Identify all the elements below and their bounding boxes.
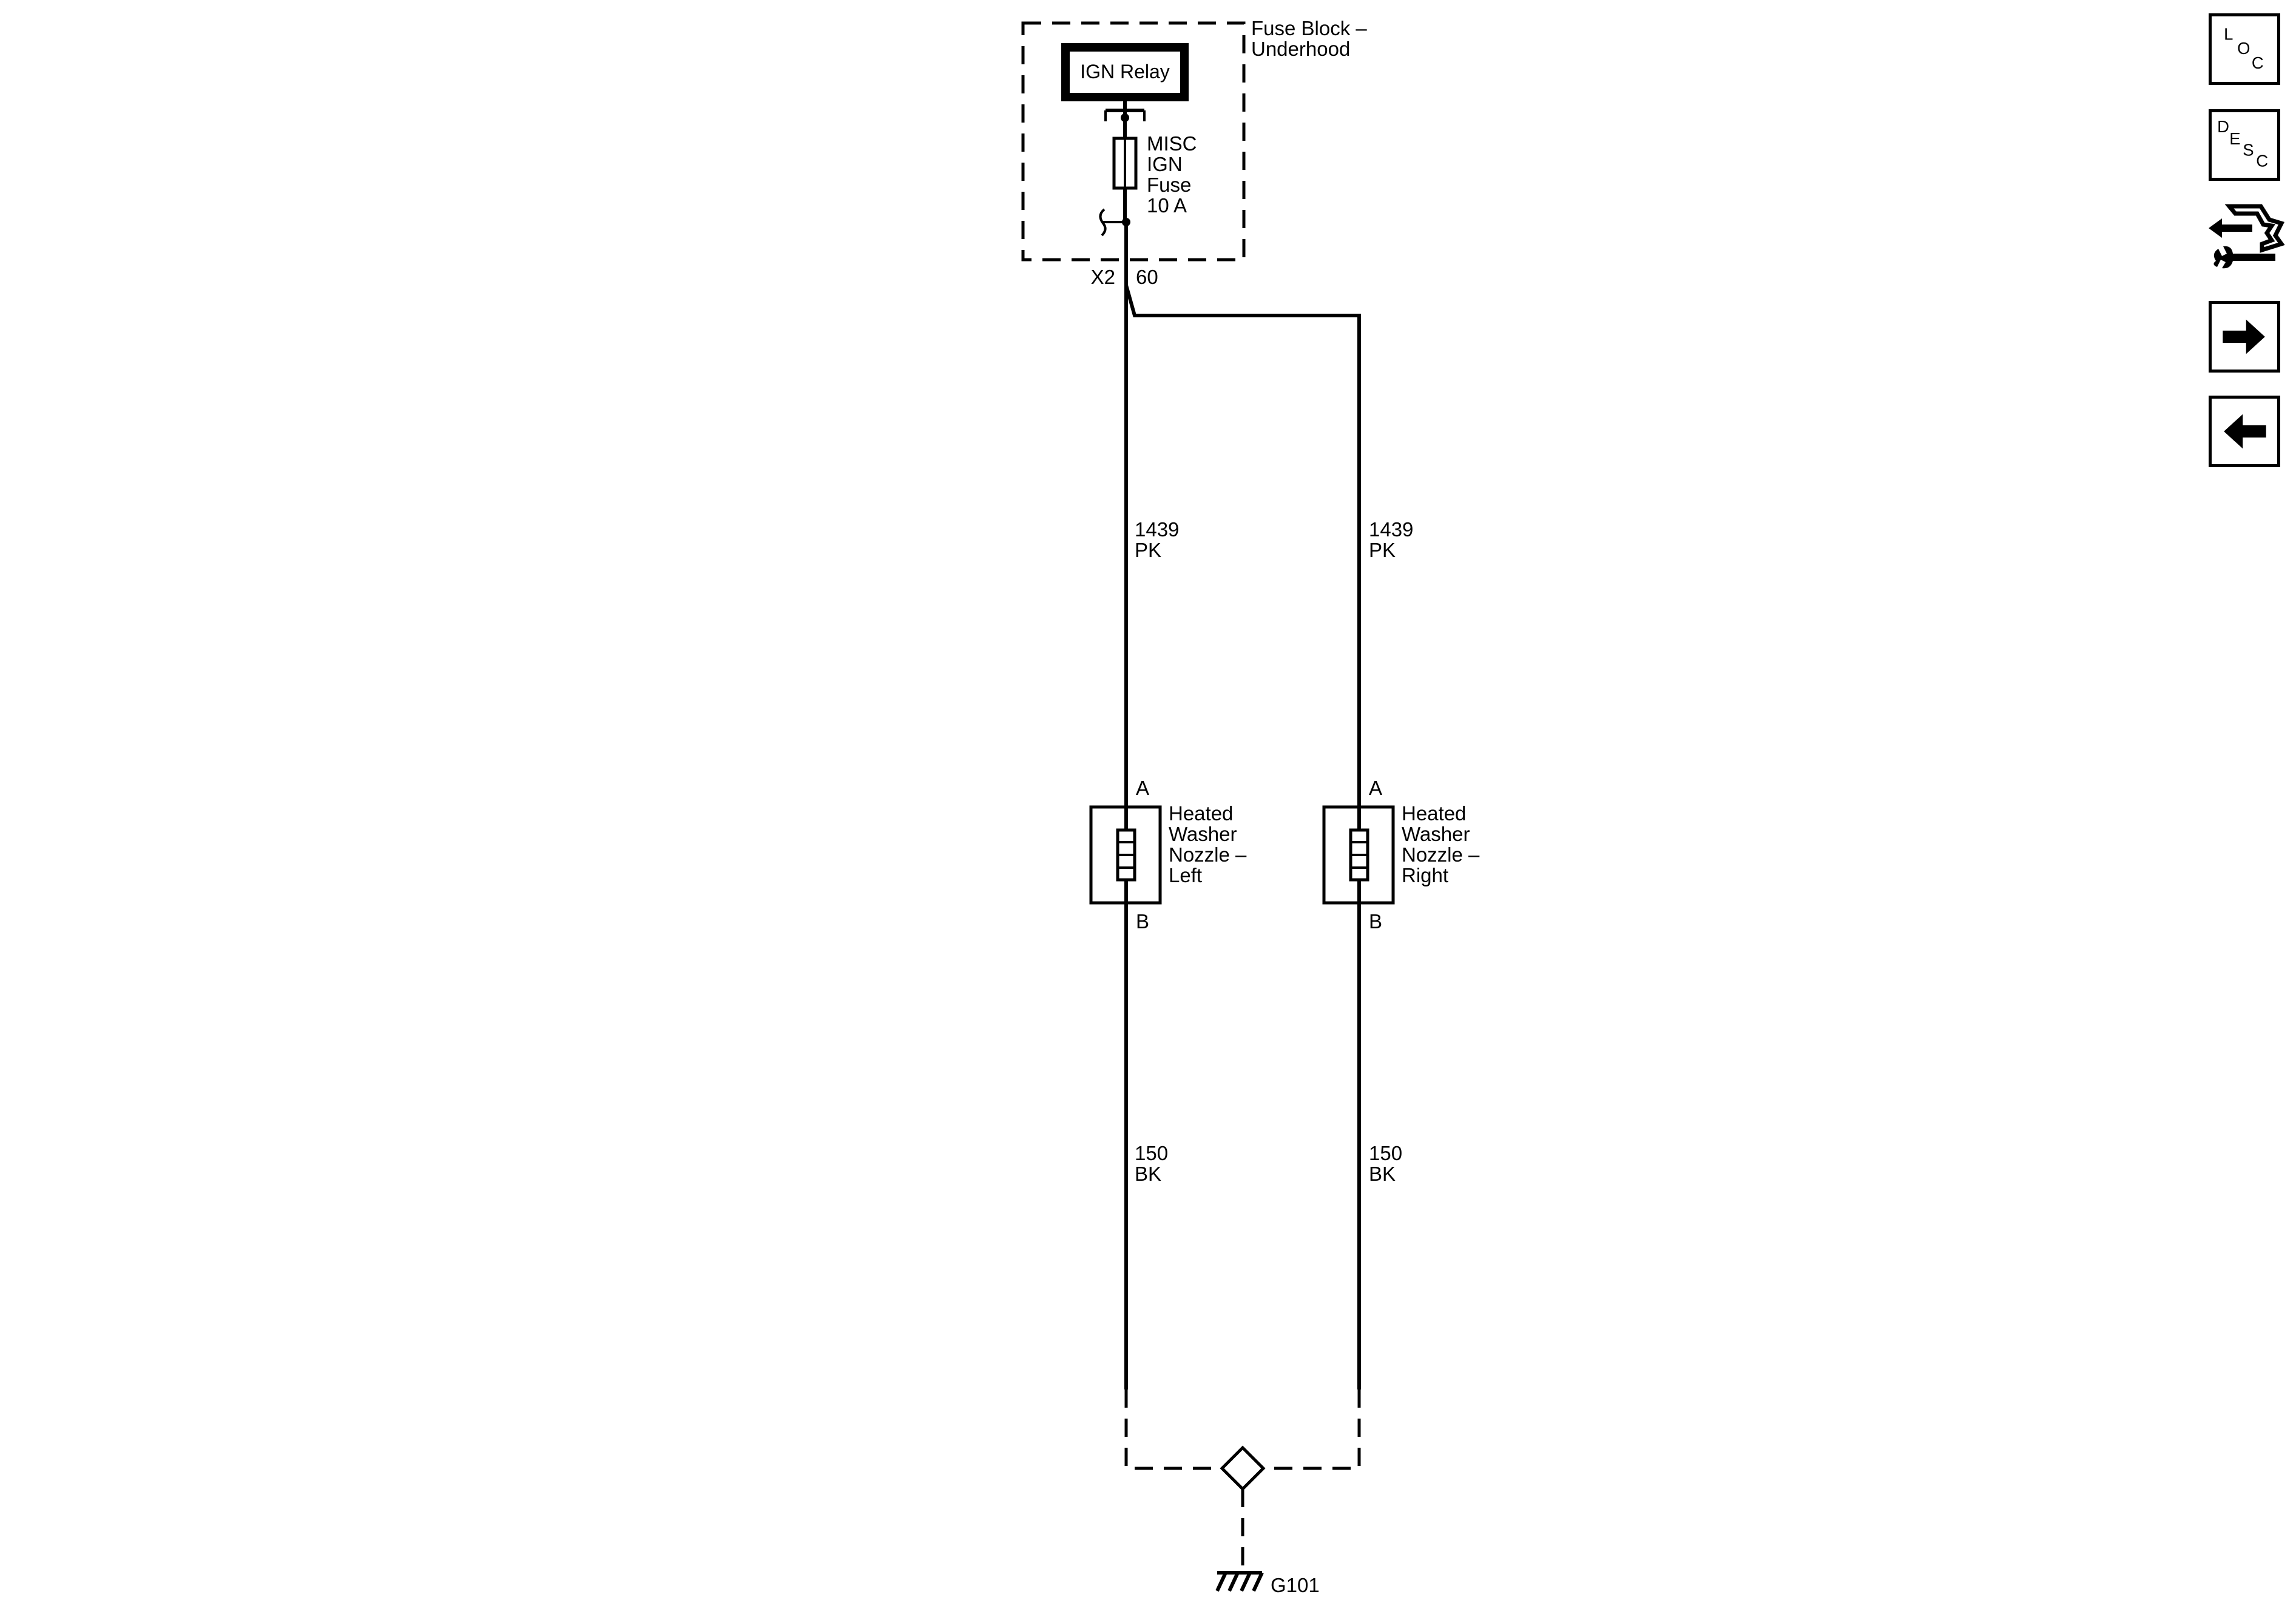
nozzle-right-line4: Right bbox=[1402, 864, 1448, 886]
ign-relay[interactable]: IGN Relay bbox=[1061, 43, 1189, 101]
nozzle-right-line3: Nozzle – bbox=[1402, 843, 1480, 866]
loc-icon: L O C bbox=[2224, 24, 2264, 72]
nozzle-left-pin-a: A bbox=[1136, 777, 1149, 799]
svg-text:S: S bbox=[2243, 140, 2254, 159]
nozzle-left-line1: Heated bbox=[1169, 802, 1233, 825]
fuse-block-boundary bbox=[1021, 21, 1246, 262]
ground-symbol-icon bbox=[1215, 1571, 1264, 1592]
next-button[interactable] bbox=[2209, 301, 2280, 373]
connector-wrench-icon bbox=[2209, 204, 2285, 269]
nozzle-right-line1: Heated bbox=[1402, 802, 1466, 825]
ground-label: G101 bbox=[1271, 1574, 1320, 1596]
misc-ign-fuse[interactable] bbox=[1112, 137, 1138, 190]
connector-pin: 60 bbox=[1136, 266, 1158, 288]
nozzle-right-line2: Washer bbox=[1402, 823, 1470, 845]
ground-splice-diamond[interactable] bbox=[1220, 1445, 1266, 1491]
svg-text:C: C bbox=[2256, 152, 2268, 170]
connector-tools-button[interactable] bbox=[2204, 198, 2286, 283]
fuse-label-line4: 10 A bbox=[1147, 194, 1187, 217]
previous-button[interactable] bbox=[2209, 396, 2280, 467]
desc-button[interactable]: D E S C bbox=[2209, 109, 2280, 181]
nozzle-right-pin-a: A bbox=[1369, 777, 1382, 799]
desc-icon: D E S C bbox=[2217, 117, 2268, 170]
left-upper-color: PK bbox=[1135, 539, 1161, 561]
right-splice-path bbox=[1264, 1389, 1361, 1470]
relay-contact bbox=[1104, 97, 1146, 138]
nozzle-right-pin-b: B bbox=[1369, 910, 1382, 933]
right-feed-wire[interactable] bbox=[1124, 285, 1361, 807]
ign-relay-label: IGN Relay bbox=[1080, 61, 1170, 83]
left-lower-circuit: 150 bbox=[1135, 1142, 1168, 1164]
svg-text:D: D bbox=[2217, 117, 2229, 136]
left-lower-color: BK bbox=[1135, 1163, 1161, 1185]
right-upper-circuit: 1439 bbox=[1369, 518, 1413, 541]
nozzle-left-line3: Nozzle – bbox=[1169, 843, 1247, 866]
svg-text:E: E bbox=[2229, 129, 2240, 148]
left-upper-circuit: 1439 bbox=[1135, 518, 1179, 541]
arrow-right-icon bbox=[2223, 319, 2265, 354]
nozzle-left-line4: Left bbox=[1169, 864, 1202, 886]
heated-washer-nozzle-right[interactable] bbox=[1322, 805, 1395, 905]
nozzle-left-pin-b: B bbox=[1136, 910, 1149, 933]
fuse-block-label-line2: Underhood bbox=[1251, 38, 1350, 60]
svg-text:L: L bbox=[2224, 24, 2233, 43]
left-splice-path bbox=[1124, 1389, 1221, 1470]
svg-text:C: C bbox=[2252, 53, 2264, 72]
arrow-left-icon bbox=[2224, 414, 2266, 449]
connector-id: X2 bbox=[1091, 266, 1115, 288]
loc-button[interactable]: L O C bbox=[2209, 13, 2280, 85]
right-upper-color: PK bbox=[1369, 539, 1396, 561]
right-lower-circuit: 150 bbox=[1369, 1142, 1402, 1164]
nozzle-left-line2: Washer bbox=[1169, 823, 1237, 845]
fuse-label-line1: MISC bbox=[1147, 132, 1197, 155]
fuse-label-line2: IGN bbox=[1147, 153, 1183, 175]
right-lower-color: BK bbox=[1369, 1163, 1396, 1185]
heated-washer-nozzle-left[interactable] bbox=[1089, 805, 1162, 905]
fuse-label-line3: Fuse bbox=[1147, 174, 1191, 196]
fuse-block-label-line1: Fuse Block – bbox=[1251, 17, 1367, 39]
svg-text:O: O bbox=[2237, 39, 2250, 58]
